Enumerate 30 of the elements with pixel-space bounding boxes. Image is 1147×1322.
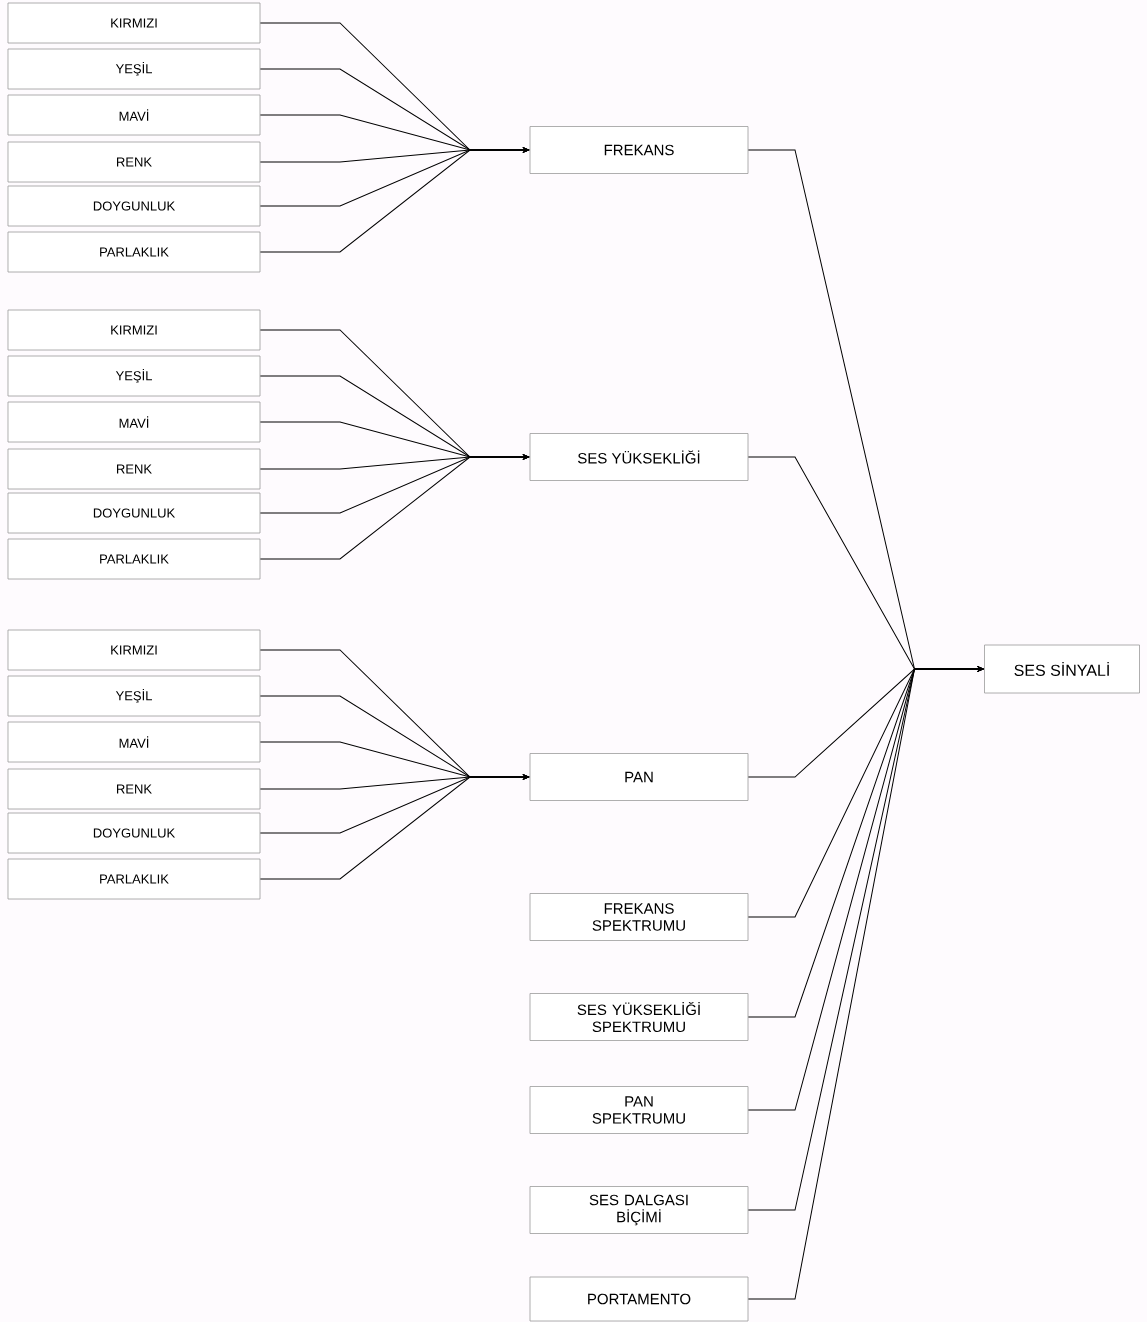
label-box: MAVİ [7,94,261,136]
label-box: SES DALGASI BİÇİMİ [529,1186,749,1234]
connector [259,774,529,880]
label-box: PARLAKLIK [7,231,261,273]
label-box: RENK [7,768,261,810]
label-box: SES YÜKSEKLİĞİ SPEKTRUMU [529,993,749,1041]
label-box: FREKANS [529,126,749,174]
label-box: PAN SPEKTRUMU [529,1086,749,1134]
label-box: FREKANS SPEKTRUMU [529,893,749,941]
label-box: MAVİ [7,401,261,443]
connector [259,147,529,253]
label-box: KIRMIZI [7,309,261,351]
label-box: PARLAKLIK [7,538,261,580]
label-box: KIRMIZI [7,629,261,671]
label-box: MAVİ [7,721,261,763]
connector [259,454,529,560]
label-box: YEŞİL [7,48,261,90]
label-box: YEŞİL [7,675,261,717]
label-box: SES SİNYALİ [984,644,1140,694]
label-box: DOYGUNLUK [7,492,261,534]
label-box: KIRMIZI [7,2,261,44]
label-box: PAN [529,753,749,801]
label-box: YEŞİL [7,355,261,397]
label-box: PORTAMENTO [529,1276,749,1322]
label-box: DOYGUNLUK [7,812,261,854]
label-box: RENK [7,448,261,490]
label-box: PARLAKLIK [7,858,261,900]
label-box: RENK [7,141,261,183]
label-box: SES YÜKSEKLİĞİ [529,433,749,481]
label-box: DOYGUNLUK [7,185,261,227]
